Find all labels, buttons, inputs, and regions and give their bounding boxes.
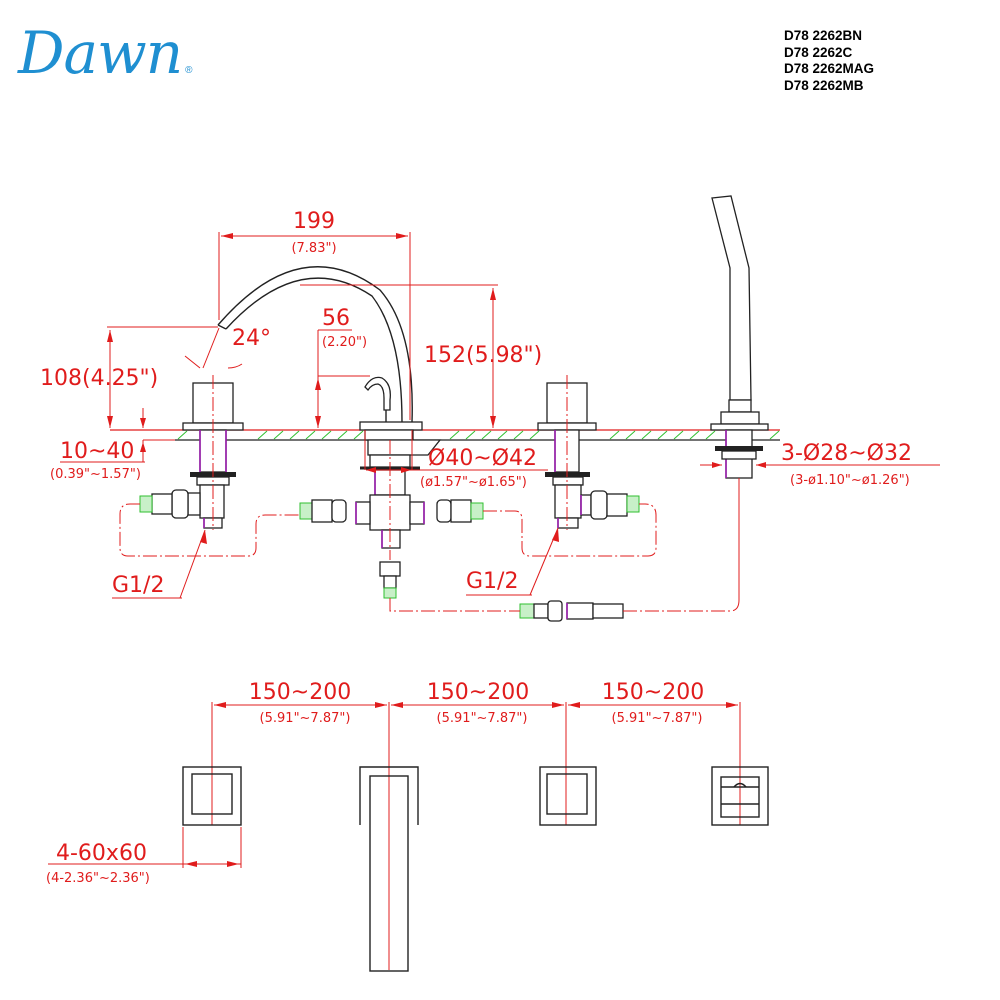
- dimension-spacing-3: 150~200 (5.91"~7.87"): [568, 680, 738, 726]
- left-hose-connector: [139, 489, 201, 519]
- spout-reach-mm: 199: [293, 209, 335, 234]
- escutcheon-size-mm: 4-60x60: [56, 841, 147, 866]
- deck-thickness-mm: 10~40: [60, 439, 134, 464]
- model-number-list: D78 2262BN D78 2262C D78 2262MAG D78 226…: [784, 28, 874, 94]
- spacing-1-mm: 150~200: [249, 680, 351, 705]
- brand-name: Dawn: [18, 19, 183, 87]
- hatch-line: [289, 430, 300, 440]
- hose-routing: [119, 503, 740, 612]
- plan-left-handle: [182, 766, 242, 826]
- dimension-escutcheon-size: 4-60x60 (4-2.36"~2.36"): [46, 827, 242, 886]
- registered-mark: ®: [185, 65, 192, 76]
- left-valve-handle: [182, 375, 244, 530]
- hatch-line: [481, 430, 492, 440]
- dimension-spacing-1: 150~200 (5.91"~7.87"): [214, 680, 387, 726]
- hatch-line: [705, 430, 716, 440]
- plan-right-handle: [539, 766, 597, 826]
- model-number: D78 2262BN: [784, 28, 863, 43]
- plan-view: 150~200 (5.91"~7.87") 150~200 (5.91"~7.8…: [46, 680, 769, 972]
- handshower-hose-connector: [379, 561, 624, 622]
- hatch-line: [497, 430, 508, 440]
- brand-logo: Dawn®: [18, 24, 193, 82]
- handle-holes-inch: (3-ø1.10"~ø1.26"): [790, 473, 910, 488]
- right-hose-connector: [580, 490, 640, 520]
- plan-handshower: [711, 766, 769, 826]
- spacing-2-mm: 150~200: [427, 680, 529, 705]
- spout-angle: 24°: [232, 326, 271, 351]
- hatch-line: [769, 430, 780, 440]
- dimension-spout-reach: 199 (7.83"): [218, 209, 411, 420]
- hatch-line: [337, 430, 348, 440]
- spacing-3-mm: 150~200: [602, 680, 704, 705]
- handshower: [710, 195, 769, 600]
- hatch-line: [273, 430, 284, 440]
- thread-right: G1/2: [466, 569, 518, 594]
- hatch-line: [689, 430, 700, 440]
- dimension-spacing-2: 150~200 (5.91"~7.87"): [391, 680, 564, 726]
- hatch-line: [353, 430, 364, 440]
- hatch-line: [449, 430, 460, 440]
- spacing-2-inch: (5.91"~7.87"): [437, 711, 528, 726]
- diverter-lever: [364, 376, 391, 422]
- hatch-line: [625, 430, 636, 440]
- model-number: D78 2262MB: [784, 77, 864, 93]
- spacing-3-inch: (5.91"~7.87"): [612, 711, 703, 726]
- hatch-line: [177, 430, 188, 440]
- dimension-aerator-height: 56 (2.20"): [315, 306, 370, 428]
- deck-thickness-inch: (0.39"~1.57"): [50, 467, 141, 482]
- right-valve-handle: [537, 375, 597, 530]
- overall-height: 152(5.98"): [424, 343, 542, 368]
- hatch-line: [305, 430, 316, 440]
- spout: [217, 266, 442, 560]
- dimension-handle-holes: 3-Ø28~Ø32 (3-ø1.10"~ø1.26"): [700, 441, 940, 488]
- hatch-line: [641, 430, 652, 440]
- hatch-line: [609, 430, 620, 440]
- handle-holes-mm: 3-Ø28~Ø32: [781, 441, 912, 466]
- thread-left: G1/2: [112, 573, 164, 598]
- spout-hole-inch: (ø1.57"~ø1.65"): [420, 475, 527, 490]
- dimension-spout-height: 108(4.25"): [40, 326, 218, 428]
- spout-reach-inch: (7.83"): [291, 241, 336, 256]
- hatch-line: [657, 430, 668, 440]
- center-right-hose-connector: [436, 499, 484, 523]
- thread-callout-right: G1/2: [466, 527, 559, 596]
- hatch-line: [321, 430, 332, 440]
- hatch-line: [513, 430, 524, 440]
- thread-callout-left: G1/2: [112, 529, 207, 599]
- hatch-line: [465, 430, 476, 440]
- plan-spout: [359, 766, 419, 972]
- model-number: D78 2262C: [784, 44, 853, 60]
- spacing-1-inch: (5.91"~7.87"): [260, 711, 351, 726]
- dimension-deck-thickness: 10~40 (0.39"~1.57"): [50, 439, 175, 482]
- dimension-overall-height: 152(5.98"): [300, 284, 542, 428]
- hatch-line: [529, 430, 540, 440]
- dimension-spout-angle: 24°: [184, 326, 271, 369]
- center-left-hose-connector: [299, 499, 347, 523]
- escutcheon-size-inch: (4-2.36"~2.36"): [46, 871, 150, 886]
- spout-hole-mm: Ø40~Ø42: [428, 446, 537, 471]
- spout-height: 108(4.25"): [40, 366, 158, 391]
- model-number: D78 2262MAG: [784, 61, 875, 76]
- hatch-line: [673, 430, 684, 440]
- aerator-height-mm: 56: [322, 306, 350, 331]
- elevation-view: 199 (7.83") 24° 108(4.25") 56: [40, 195, 940, 622]
- aerator-height-inch: (2.20"): [322, 335, 367, 350]
- hatch-line: [257, 430, 268, 440]
- dimension-spout-hole: Ø40~Ø42 (ø1.57"~ø1.65"): [364, 430, 548, 490]
